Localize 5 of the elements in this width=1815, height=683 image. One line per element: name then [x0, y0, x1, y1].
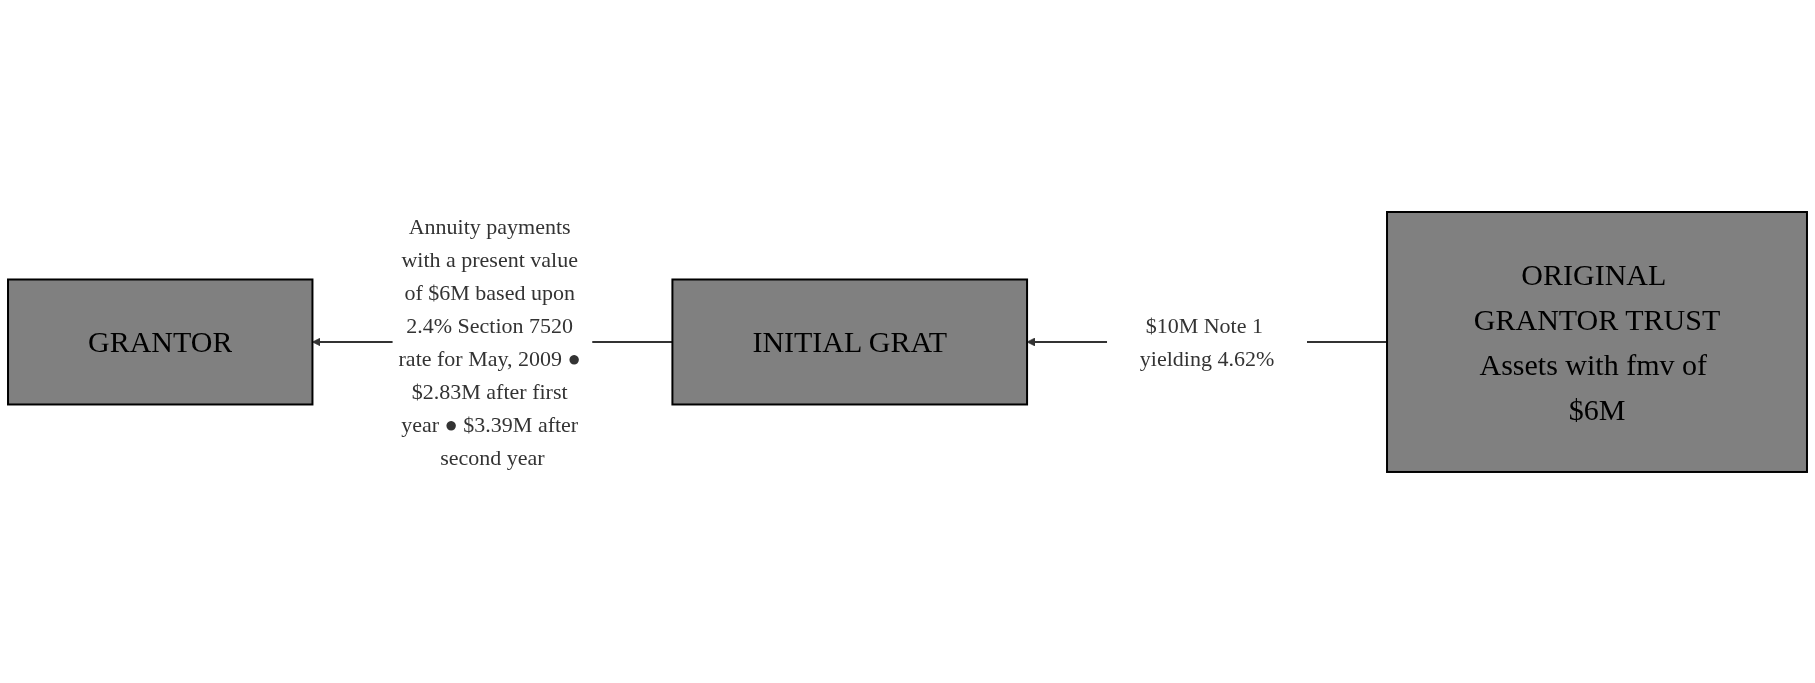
node-box: GRANTOR — [7, 278, 314, 405]
edge-label: Annuity payments with a present value of $6M based upon 2.4% Section 7520 rate for May, 2009 ● $2.83M after first year ● $3.39M after second year — [398, 213, 581, 470]
node-box: INITIAL GRAT — [671, 278, 1029, 405]
node-box: ORIGINAL GRANTOR TRUST Assets with fmv of $6M — [1386, 210, 1808, 473]
edge-label: $10M Note 1 yielding 4.62% — [1139, 312, 1275, 371]
